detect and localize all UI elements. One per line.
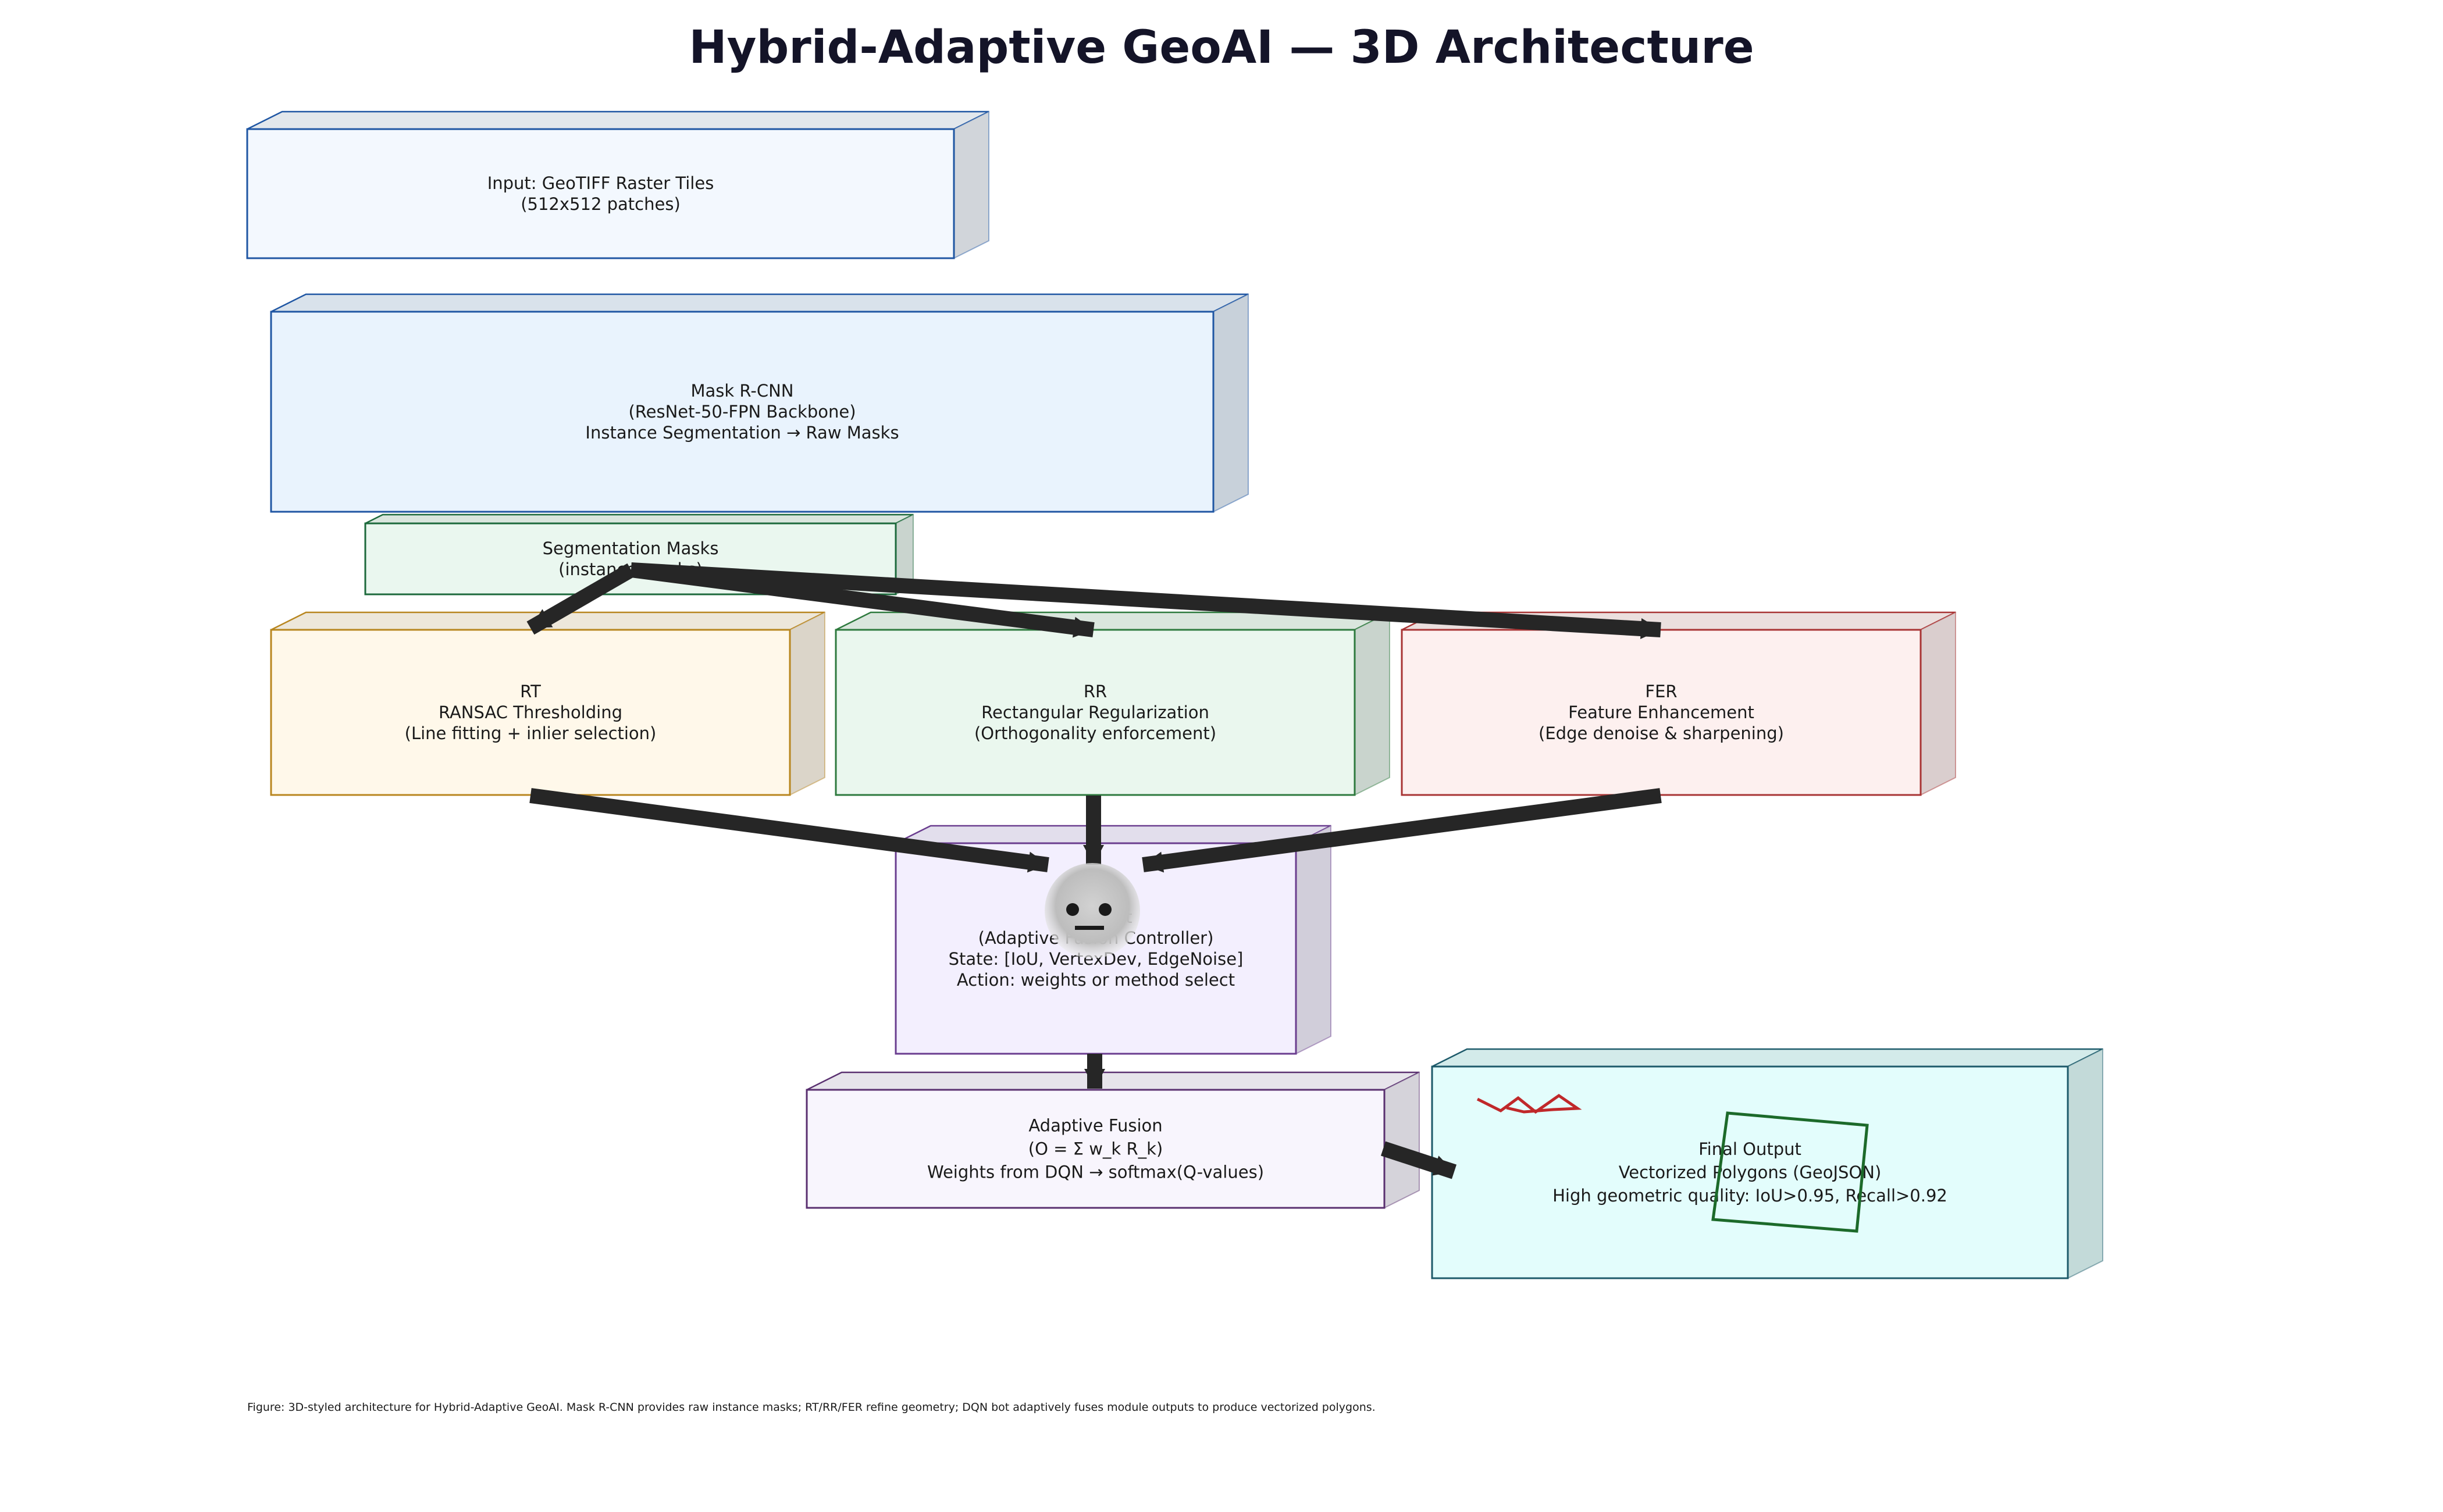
dqn-block-side [1295, 825, 1331, 1055]
output-label-line: Final Output [1698, 1139, 1801, 1159]
fusion-label-line: (O = Σ w_k R_k) [1028, 1139, 1163, 1159]
diagram-title: Hybrid-Adaptive GeoAI — 3D Architecture [689, 22, 1754, 74]
rr-block-side [1354, 611, 1390, 796]
fusion-block-side [1384, 1071, 1420, 1209]
rt-block-side [789, 611, 825, 796]
rr-label-line: (Orthogonality enforcement) [974, 723, 1216, 743]
maskrcnn-label-line: Mask R-CNN [691, 381, 794, 401]
fer-label-line: FER [1645, 682, 1677, 701]
input-block-side [953, 110, 989, 259]
fusion-to-output-arrow [1380, 1141, 1457, 1179]
fusion-block: Adaptive Fusion (O = Σ w_k R_k) Weights fr… [806, 1071, 1420, 1209]
maskrcnn-block-top [270, 293, 1249, 313]
fusion-label-line: Weights from DQN → softmax(Q-values) [927, 1162, 1264, 1182]
blocks-layer: Input: GeoTIFF Raster Tiles(512x512 patc… [246, 110, 2103, 1279]
fer-block-side [1920, 611, 1956, 796]
maskrcnn-block-front [270, 311, 1215, 513]
input-block-top [247, 110, 989, 130]
noisy-edge-icon [1476, 1093, 1582, 1114]
output-label-line: Vectorized Polygons (GeoJSON) [1619, 1162, 1882, 1182]
rr-block-front [835, 629, 1356, 796]
maskrcnn-label-line: Instance Segmentation → Raw Masks [585, 423, 899, 443]
rt-label-line: RT [520, 682, 541, 701]
dqn-to-fusion-arrow [1084, 1054, 1105, 1089]
dqn-block-top [895, 825, 1331, 844]
maskrcnn-label-line: (ResNet-50-FPN Backbone) [628, 402, 856, 422]
output-block-top [1431, 1048, 2103, 1068]
fer-block-front [1401, 629, 1922, 796]
segmasks-block-top [365, 513, 914, 525]
seg-to-rt-arrow [526, 563, 635, 635]
rr-label-line: Rectangular Regularization [981, 702, 1209, 722]
fer-label-line: Feature Enhancement [1568, 702, 1754, 722]
maskrcnn-block: Mask R-CNN(ResNet-50-FPN Backbone)Instan… [270, 293, 1249, 513]
fer-to-dqn-arrow [1142, 788, 1662, 873]
fusion-block-front [806, 1089, 1386, 1209]
rt-label-line: (Line fitting + inlier selection) [405, 723, 657, 743]
rr-label-line: RR [1084, 682, 1107, 701]
rt-block-front [270, 629, 791, 796]
input-label-line: (512x512 patches) [521, 194, 681, 214]
output-label-line: High geometric quality: IoU>0.95, Recall… [1552, 1186, 1947, 1206]
input-block-front [246, 128, 955, 259]
dqn-label-line: Action: weights or method select [957, 970, 1235, 990]
maskrcnn-block-side [1213, 293, 1249, 513]
rr-to-dqn-arrow [1083, 796, 1104, 865]
rt-to-dqn-arrow [529, 788, 1049, 873]
robot-face-icon [1045, 863, 1140, 958]
fusion-block-top [806, 1071, 1420, 1091]
fusion-label-line: Adaptive Fusion [1028, 1116, 1162, 1136]
vector-polygon-icon [1711, 1111, 1869, 1233]
segmasks-label-line: Segmentation Masks [543, 539, 719, 558]
input-block: Input: GeoTIFF Raster Tiles(512x512 patc… [246, 110, 989, 259]
output-block-side [2067, 1048, 2103, 1279]
seg-to-fer-arrow [631, 562, 1661, 639]
rt-label-line: RANSAC Thresholding [439, 702, 622, 722]
arrows-layer [526, 562, 1662, 1179]
input-label-line: Input: GeoTIFF Raster Tiles [487, 173, 714, 193]
figure-caption: Figure: 3D-styled architecture for Hybri… [247, 1401, 1376, 1414]
fer-label-line: (Edge denoise & sharpening) [1539, 723, 1784, 743]
